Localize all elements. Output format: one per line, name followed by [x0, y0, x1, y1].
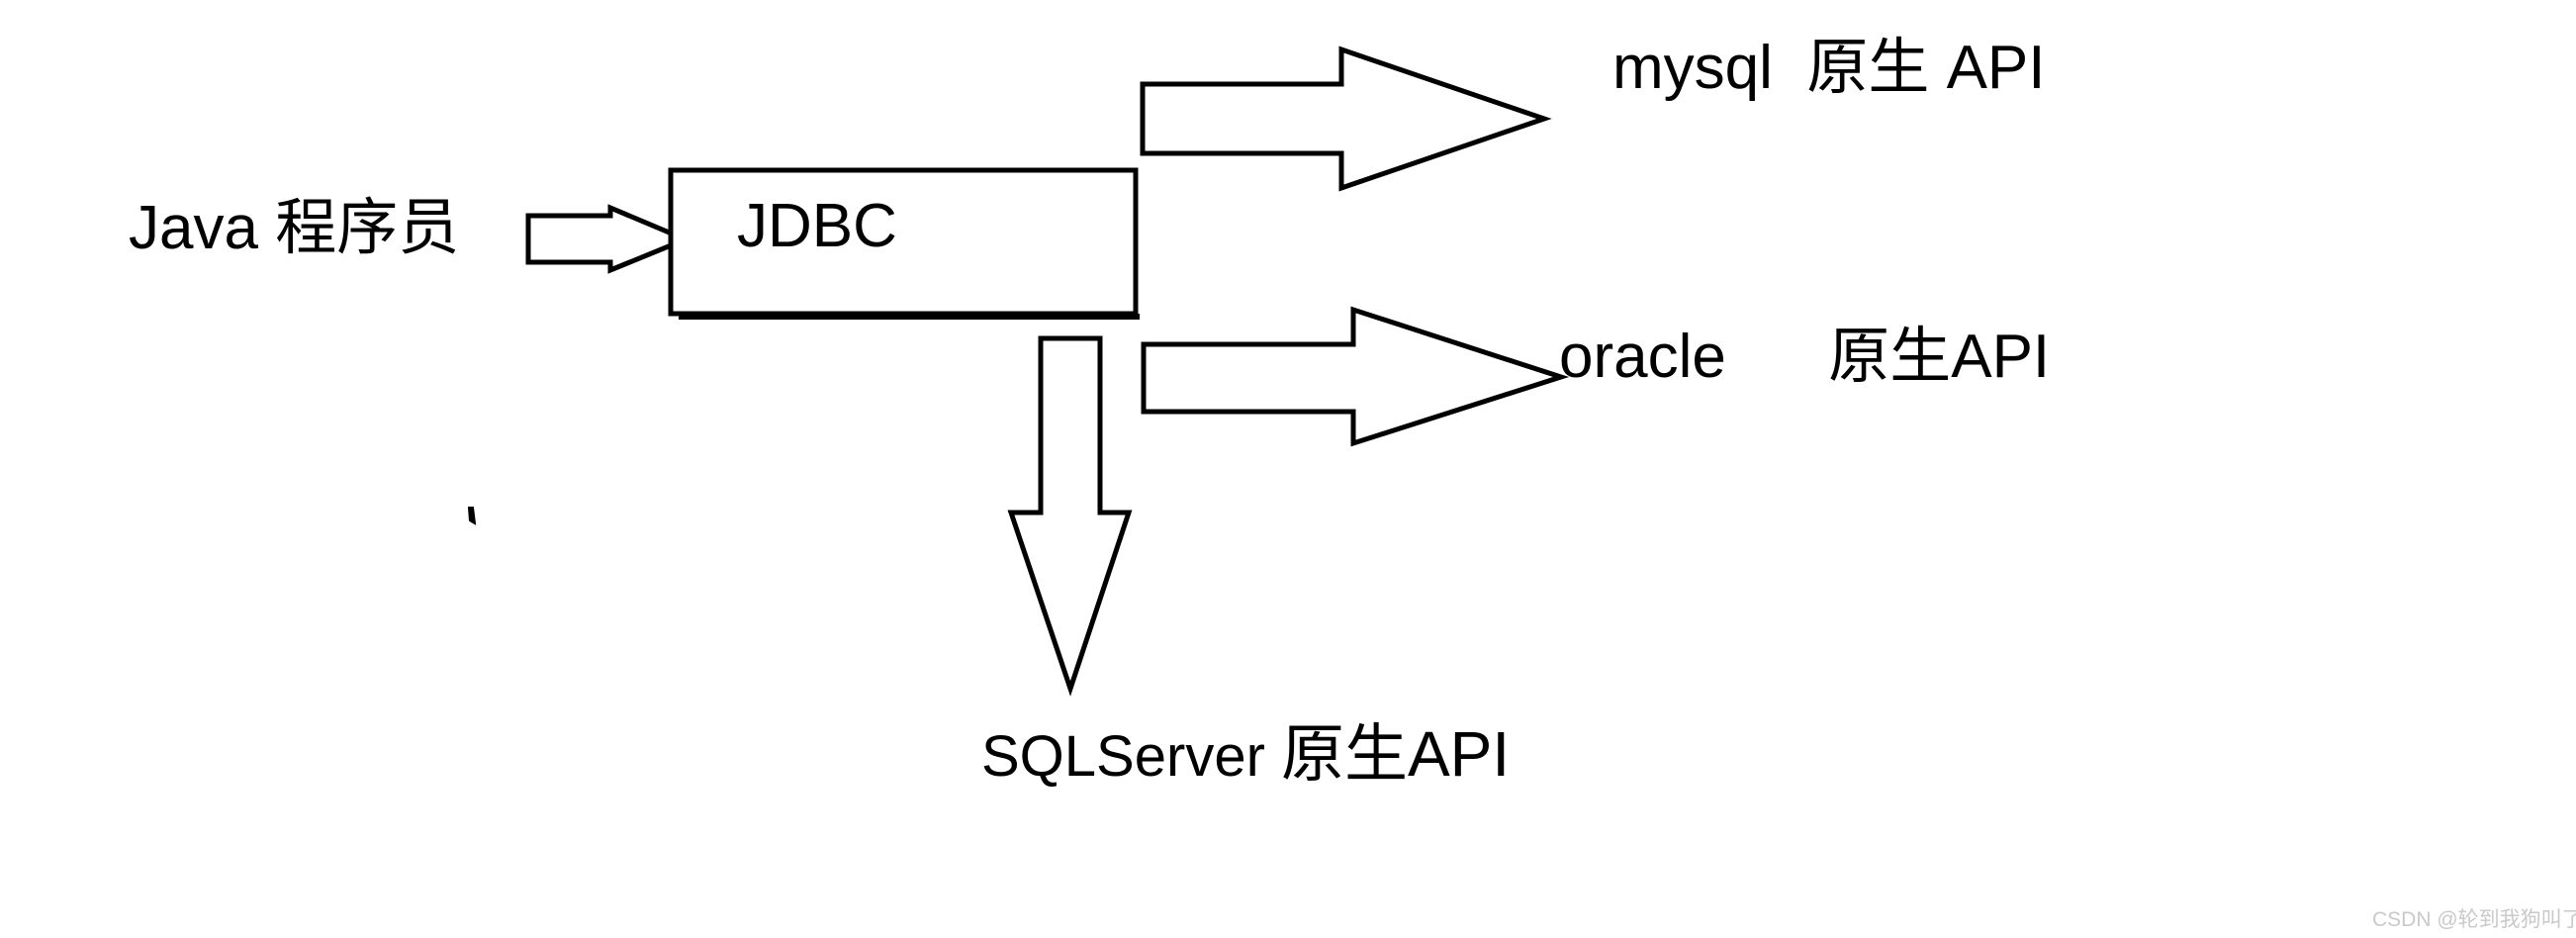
- arrow-java-to-jdbc: [525, 204, 692, 274]
- csdn-watermark: CSDN @轮到我狗叫了: [2372, 908, 2576, 931]
- arrow-jdbc-to-oracle: [1141, 306, 1570, 447]
- sqlserver-native-api-label: SQLServer 原生API: [981, 722, 1510, 786]
- sqlserver-api-part: 原生API: [1281, 718, 1511, 790]
- actor-label-java-programmer: Java 程序员: [129, 194, 460, 262]
- oracle-native-api-label: oracle 原生API: [1559, 323, 2051, 391]
- sqlserver-name-part: SQLServer: [981, 724, 1281, 789]
- jdbc-box[interactable]: [668, 167, 1139, 317]
- arrow-jdbc-to-sqlserver: [1007, 335, 1133, 697]
- arrow-jdbc-to-mysql: [1140, 46, 1552, 192]
- mysql-native-api-label: mysql 原生 API: [1612, 34, 2046, 102]
- jdbc-box-label: JDBC: [737, 192, 897, 260]
- stray-tick-mark: [467, 507, 477, 525]
